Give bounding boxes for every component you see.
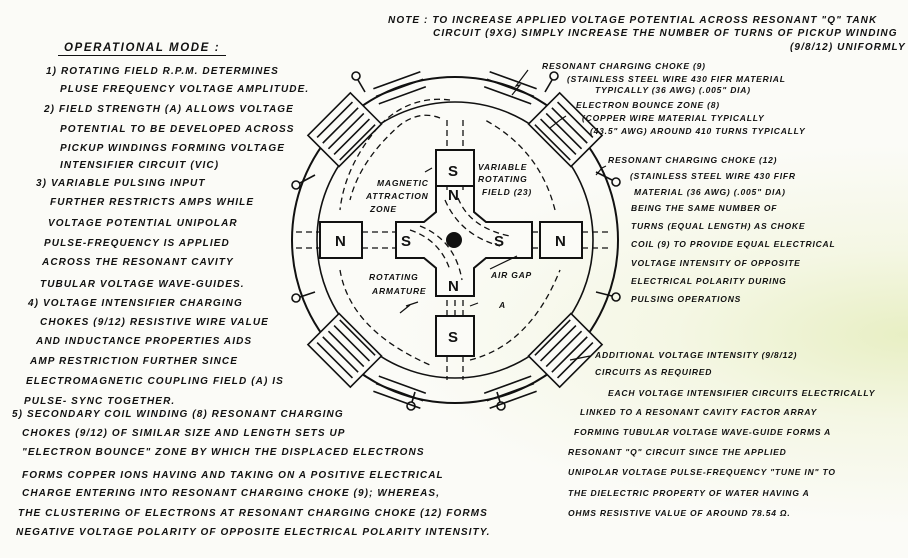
- operational-mode-title: OPERATIONAL MODE :: [58, 42, 227, 56]
- note-line-2: CIRCUIT (9xG) SIMPLY INCREASE THE NUMBER…: [433, 28, 898, 39]
- op-line: CHOKES (9/12) OF SIMILAR SIZE AND LENGTH…: [22, 428, 346, 439]
- additional-line: EACH VOLTAGE INTENSIFIER CIRCUITS ELECTR…: [608, 388, 876, 398]
- op-line: ELECTROMAGNETIC COUPLING FIELD (a) IS: [26, 376, 284, 387]
- choke12-line: MATERIAL (36 AWG) (.005" DIA): [634, 187, 786, 197]
- label-armature-2: ARMATURE: [372, 286, 427, 296]
- op-line: THE CLUSTERING OF ELECTRONS AT RESONANT …: [18, 508, 488, 519]
- op-line: PICKUP WINDINGS FORMING VOLTAGE: [60, 143, 286, 154]
- op-line: ACROSS THE RESONANT CAVITY: [42, 257, 234, 268]
- additional-line: RESONANT "Q" CIRCUIT SINCE THE APPLIED: [568, 447, 787, 457]
- stator-pole-right: [539, 221, 583, 259]
- label-armature-1: ROTATING: [369, 272, 419, 282]
- stator-pole-left: [319, 221, 363, 259]
- op-line: 3) VARIABLE PULSING INPUT: [36, 178, 206, 189]
- stator-pole-left-label: N: [335, 233, 346, 250]
- choke12-line: RESONANT CHARGING CHOKE (12): [608, 155, 778, 165]
- stator-pole-bottom-label: S: [448, 329, 458, 346]
- op-line: TUBULAR VOLTAGE WAVE-GUIDES.: [40, 279, 245, 290]
- op-line: PULSE-FREQUENCY IS APPLIED: [44, 238, 230, 249]
- op-line: AND INDUCTANCE PROPERTIES AIDS: [36, 336, 253, 347]
- rotor-pole-right-label: S: [494, 233, 504, 250]
- additional-line: CIRCUITS AS REQUIRED: [595, 367, 713, 377]
- label-variable-2: ROTATING: [478, 174, 528, 184]
- rotor-pole-bottom-label: N: [448, 278, 459, 295]
- bounce-line: (COPPER WIRE MATERIAL TYPICALLY: [582, 113, 765, 123]
- choke12-line: COIL (9) TO PROVIDE EQUAL ELECTRICAL: [631, 239, 836, 249]
- additional-line: FORMING TUBULAR VOLTAGE WAVE-GUIDE FORMS…: [574, 427, 832, 437]
- label-air-gap: AIR GAP: [491, 270, 533, 280]
- label-magnetic-2: ATTRACTION: [366, 191, 429, 201]
- op-line: CHOKES (9/12) RESISTIVE WIRE VALUE: [40, 317, 269, 328]
- op-line: 1) ROTATING FIELD R.P.M. DETERMINES: [46, 66, 279, 77]
- choke12-line: BEING THE SAME NUMBER OF: [631, 203, 778, 213]
- bounce-line: ELECTRON BOUNCE ZONE (8): [576, 100, 720, 110]
- op-line: VOLTAGE POTENTIAL UNIPOLAR: [48, 218, 238, 229]
- op-line: CHARGE ENTERING INTO RESONANT CHARGING C…: [22, 488, 441, 499]
- label-field-a: a: [499, 300, 506, 310]
- choke9-line: (STAINLESS STEEL WIRE 430 FIFR MATERIAL: [567, 74, 786, 84]
- op-line: "ELECTRON BOUNCE" ZONE BY WHICH THE DISP…: [22, 447, 425, 458]
- op-line: FURTHER RESTRICTS AMPS WHILE: [50, 197, 255, 208]
- op-line: AMP RESTRICTION FURTHER SINCE: [30, 356, 239, 367]
- op-line: INTENSIFIER CIRCUIT (VIC): [60, 160, 220, 171]
- choke9-line: TYPICALLY (36 AWG) (.005" DIA): [595, 85, 751, 95]
- stator-outer-ring: [291, 76, 619, 404]
- choke9-line: RESONANT CHARGING CHOKE (9): [542, 61, 706, 71]
- choke12-line: TURNS (EQUAL LENGTH) AS CHOKE: [631, 221, 806, 231]
- label-variable-3: FIELD (23): [482, 187, 533, 197]
- rotor-shaft: [446, 232, 462, 248]
- note-line-3: (9/8/12) UNIFORMLY: [790, 42, 906, 53]
- stator-pole-right-label: N: [555, 233, 566, 250]
- choke12-line: VOLTAGE INTENSITY OF OPPOSITE: [631, 258, 801, 268]
- additional-line: ADDITIONAL VOLTAGE INTENSITY (9/8/12): [595, 350, 798, 360]
- label-variable-1: VARIABLE: [478, 162, 528, 172]
- op-line: POTENTIAL TO BE DEVELOPED ACROSS: [60, 124, 295, 135]
- label-magnetic-1: MAGNETIC: [377, 178, 429, 188]
- op-line: NEGATIVE VOLTAGE POLARITY OF OPPOSITE EL…: [16, 527, 491, 538]
- stator-pole-top-label: S: [448, 163, 458, 180]
- bounce-line: (43.5" AWG) AROUND 410 TURNS TYPICALLY: [590, 126, 806, 136]
- choke12-line: ELECTRICAL POLARITY DURING: [631, 276, 787, 286]
- stator-inner-ring: [316, 101, 594, 379]
- rotor-pole-top-label: N: [448, 187, 459, 204]
- rotor-armature: [395, 185, 533, 297]
- op-line: 2) FIELD STRENGTH (a) ALLOWS VOLTAGE: [44, 104, 294, 115]
- choke12-line: PULSING OPERATIONS: [631, 294, 742, 304]
- additional-line: LINKED TO A RESONANT CAVITY FACTOR ARRAY: [580, 407, 818, 417]
- label-magnetic-3: ZONE: [370, 204, 397, 214]
- op-line: 5) SECONDARY COIL WINDING (8) RESONANT C…: [12, 409, 344, 420]
- op-line: FORMS COPPER IONS HAVING AND TAKING ON A…: [22, 470, 444, 481]
- rotor-pole-left-label: S: [401, 233, 411, 250]
- note-line-1: NOTE : TO INCREASE APPLIED VOLTAGE POTEN…: [388, 15, 878, 26]
- choke12-line: (STAINLESS STEEL WIRE 430 FIFR: [630, 171, 796, 181]
- additional-line: THE DIELECTRIC PROPERTY OF WATER HAVING …: [568, 488, 810, 498]
- additional-line: UNIPOLAR VOLTAGE PULSE-FREQUENCY "TUNE I…: [568, 467, 836, 477]
- additional-line: OHMS RESISTIVE VALUE OF AROUND 78.54 Ω.: [568, 508, 791, 518]
- op-line: PULSE- SYNC TOGETHER.: [24, 396, 176, 407]
- op-line: PLUSE FREQUENCY VOLTAGE AMPLITUDE.: [60, 84, 310, 95]
- op-line: 4) VOLTAGE INTENSIFIER CHARGING: [28, 298, 243, 309]
